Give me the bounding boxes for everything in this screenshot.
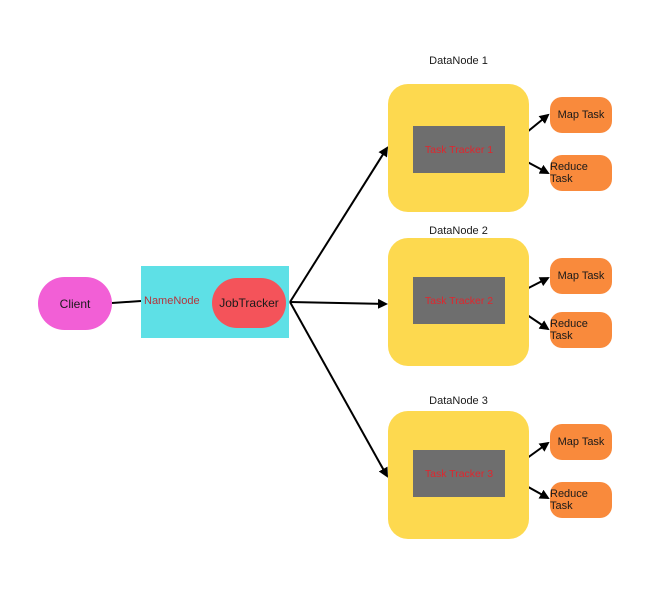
datanode-1-title: DataNode 1 [429,55,488,67]
datanode-3-map-task: Map Task [550,424,612,460]
task-tracker-3: Task Tracker 3 [413,450,505,497]
datanode-1-map-task: Map Task [550,97,612,133]
datanode-1-reduce-task: Reduce Task [550,155,612,191]
reduce-task-label: Reduce Task [550,318,588,342]
reduce-task-label: Reduce Task [550,161,588,185]
task-tracker-1: Task Tracker 1 [413,126,505,173]
jobtracker-to-datanode-3-arrow [289,301,388,478]
map-task-label: Map Task [557,270,605,282]
client-label: Client [59,296,91,311]
datanode-2-title: DataNode 2 [429,225,488,237]
client-to-namenode-connector [111,300,142,304]
task-tracker-3-label: Task Tracker 3 [424,467,494,480]
datanode-2-reduce-task: Reduce Task [550,312,612,348]
datanode-2-map-task: Map Task [550,258,612,294]
task-tracker-1-label: Task Tracker 1 [424,143,494,156]
jobtracker-to-datanode-1-arrow [289,146,389,303]
map-task-label: Map Task [557,436,605,448]
jobtracker-node: JobTracker [212,278,286,328]
client-node: Client [38,277,112,330]
jobtracker-label: JobTracker [219,296,279,310]
task-tracker-2: Task Tracker 2 [413,277,505,324]
datanode-3-title: DataNode 3 [429,395,488,407]
jobtracker-to-datanode-2-arrow [289,298,388,309]
map-task-label: Map Task [557,109,605,121]
datanode-3-reduce-task: Reduce Task [550,482,612,518]
reduce-task-label: Reduce Task [550,488,588,512]
task-tracker-2-label: Task Tracker 2 [424,294,494,307]
namenode-label: NameNode [144,295,200,307]
